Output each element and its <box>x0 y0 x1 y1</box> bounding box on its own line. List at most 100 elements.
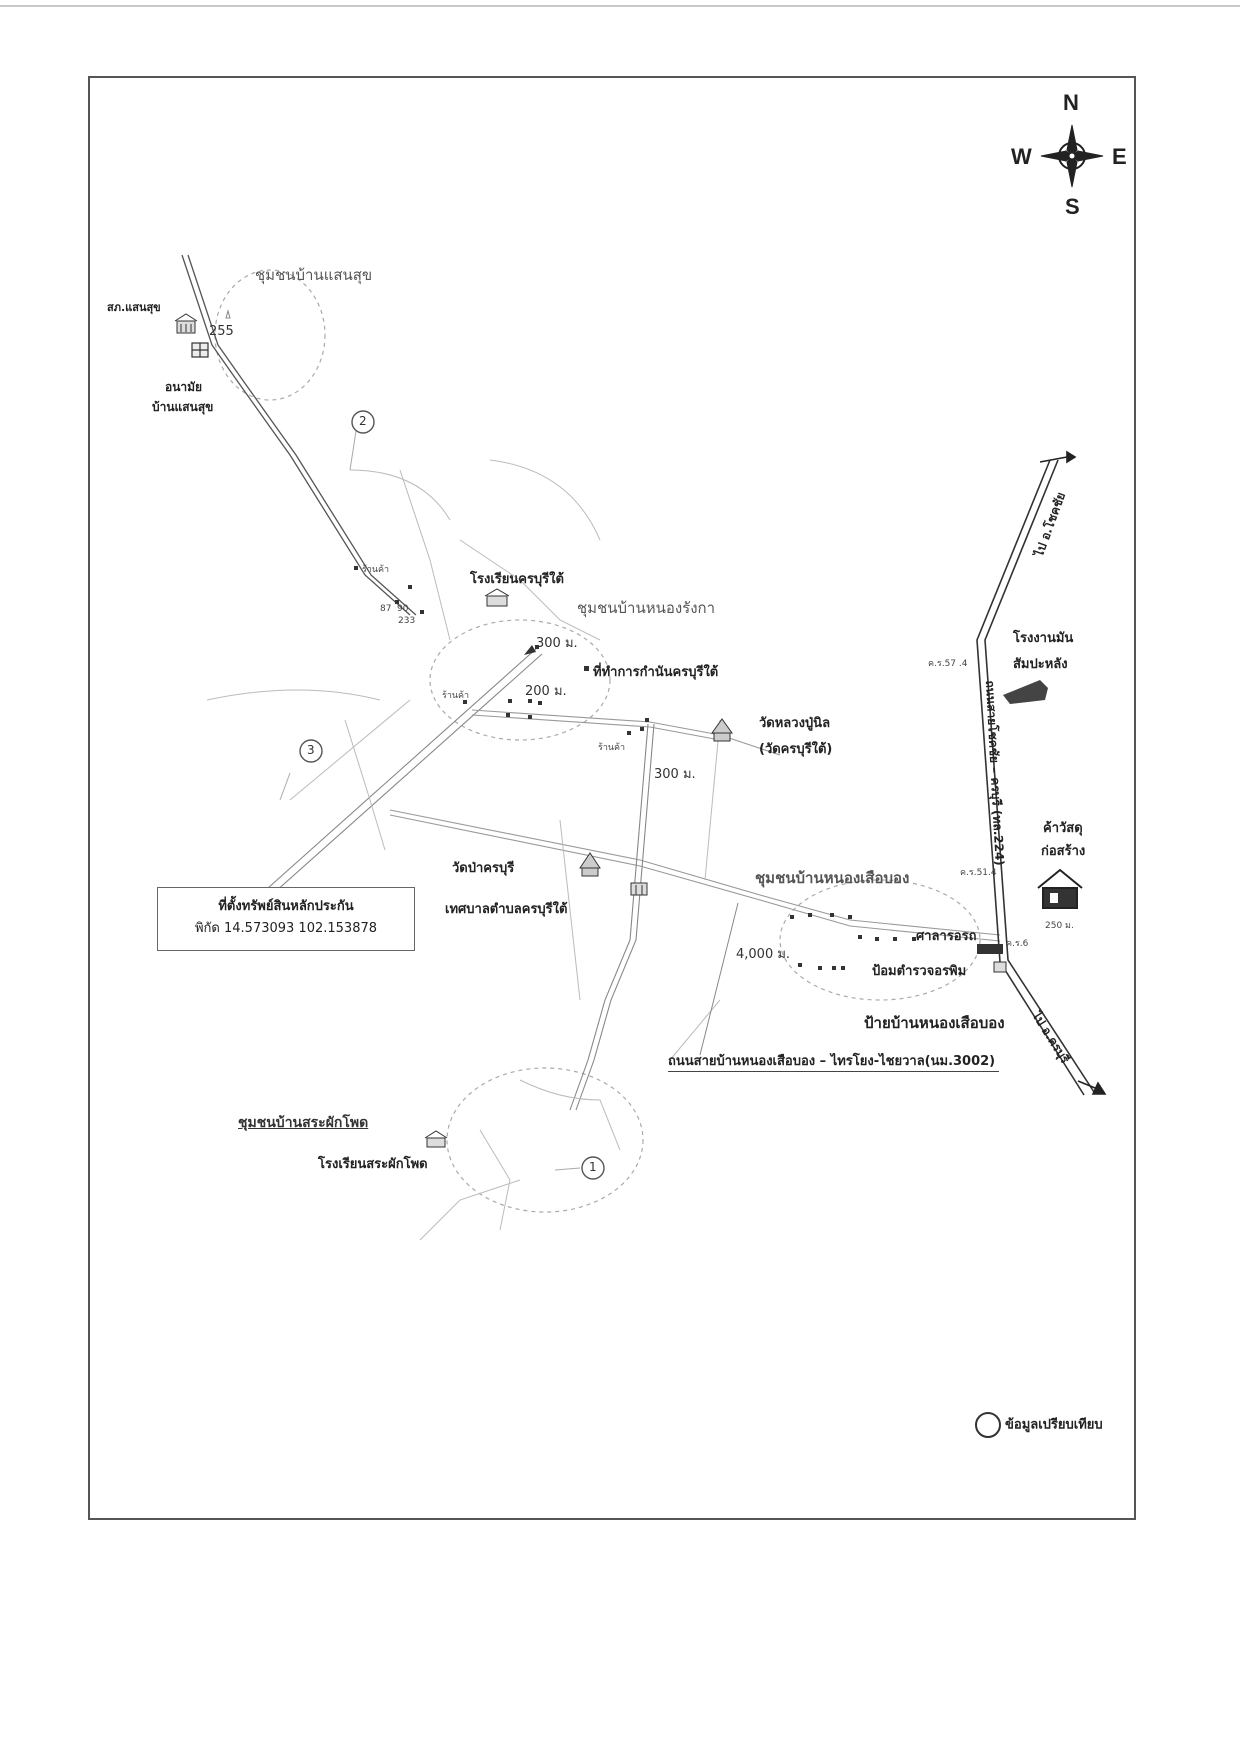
house-marker <box>645 718 649 722</box>
compass-rose-icon <box>1040 124 1104 188</box>
health-station-label-line1: อนามัย <box>165 380 203 394</box>
shop-marker <box>463 700 467 704</box>
material-store-label-line2: ก่อสร้าง <box>1041 844 1086 859</box>
shop-marker <box>354 566 358 570</box>
collateral-title: ที่ตั้งทรัพย์สินหลักประกัน <box>218 899 354 914</box>
shop-label: ร้านค้า <box>362 565 390 575</box>
wat-luangpunil-label-line1: วัดหลวงปู่นิล <box>759 716 831 731</box>
nongsueabong-community-boundary <box>779 879 981 1001</box>
shop-marker <box>627 731 631 735</box>
collateral-coordinates: พิกัด 14.573093 102.153878 <box>194 921 378 936</box>
rural-road-label: ถนนสายบ้านหนองเสือบอง – ไทรโยง-ไชยวาล(นม… <box>668 1050 1000 1072</box>
number-label: 233 <box>398 616 416 626</box>
municipality-icon <box>630 882 648 896</box>
shop-label: ร้านค้า <box>442 691 470 701</box>
tapioca-factory-label-line1: โรงงานมัน <box>1013 631 1074 646</box>
house-marker <box>508 699 512 703</box>
school-icon <box>484 588 510 607</box>
temple-icon <box>711 718 733 742</box>
house-icon <box>1037 868 1083 909</box>
community-nongsueabong-label: ชุมชนบ้านหนองเสือบอง <box>755 869 910 887</box>
comparable-1-marker <box>581 1156 605 1180</box>
saensuk-community-boundary <box>214 269 326 401</box>
highway-224 <box>976 459 1095 1096</box>
comparable-1-number: 1 <box>589 1160 597 1174</box>
material-store-label-line1: ค้าวัสดุ <box>1043 821 1083 836</box>
sraphakphot-community-boundary <box>446 1067 644 1213</box>
school-icon <box>424 1130 448 1148</box>
shop-label: ร้านค้า <box>598 743 626 753</box>
arrow-to-chokchai-icon <box>1039 450 1077 464</box>
distance-200m-label: 200 ม. <box>525 684 567 699</box>
rural-road-leader <box>699 902 739 1056</box>
map-frame <box>88 76 1136 1520</box>
compass-south-label: S <box>1065 194 1080 219</box>
house-marker <box>818 966 822 970</box>
km-marker-label: ค.ร.6 <box>1006 939 1029 949</box>
community-sraphakphot-label: ชุมชนบ้านสระผักโพด <box>238 1115 369 1131</box>
legend: ข้อมูลเปรียบเทียบ <box>975 1412 1103 1438</box>
community-nongrangka-label: ชุมชนบ้านหนองรังกา <box>577 599 716 617</box>
house-marker <box>798 963 802 967</box>
km-marker-label: ค.ร.51.4 <box>960 868 997 878</box>
house-marker <box>528 715 532 719</box>
tree-icon <box>225 309 231 319</box>
number-label: 87 <box>380 604 392 614</box>
police-box-icon <box>993 961 1007 973</box>
comparable-circle-icon <box>975 1412 1001 1438</box>
distance-300m-label: 300 ม. <box>654 767 696 782</box>
collateral-location-box: ที่ตั้งทรัพย์สินหลักประกัน พิกัด 14.5730… <box>157 887 415 951</box>
road-collateral <box>267 647 543 893</box>
house-marker <box>858 935 862 939</box>
police-saensuk-label: สภ.แสนสุข <box>107 301 161 314</box>
distance-4000m-label: 4,000 ม. <box>736 947 791 962</box>
house-marker <box>893 937 897 941</box>
road-south <box>569 723 655 1111</box>
nongrangka-community-boundary <box>429 619 611 741</box>
factory-icon <box>1003 680 1048 704</box>
house-marker <box>912 937 916 941</box>
road-saensuk <box>181 254 417 616</box>
school-khonburi-tai-label: โรงเรียนครบุรีใต้ <box>470 572 564 587</box>
police-station-icon <box>174 313 198 334</box>
house-marker <box>841 966 845 970</box>
house-marker <box>420 610 424 614</box>
bus-stop-marker <box>977 944 1003 954</box>
house-marker <box>830 913 834 917</box>
house-marker <box>790 915 794 919</box>
house-marker <box>538 701 542 705</box>
school-sraphakphot-label: โรงเรียนสระผักโพด <box>318 1157 428 1172</box>
temple-icon <box>579 852 601 877</box>
community-saensuk-label: ชุมชนบ้านแสนสุข <box>255 266 373 284</box>
number-label: 90 <box>397 604 409 614</box>
comparable-3-number: 3 <box>307 743 315 757</box>
house-marker <box>506 713 510 717</box>
kamnan-office-marker <box>584 666 589 671</box>
collateral-marker <box>524 645 536 655</box>
kamnan-office-label: ที่ทำการกำนันครบุรีใต้ <box>593 665 719 680</box>
compass-east-label: E <box>1112 144 1127 169</box>
village-sign-label: ป้ายบ้านหนองเสือบอง <box>864 1014 1005 1032</box>
minor-roads <box>206 459 721 1241</box>
distance-300m-label: 300 ม. <box>536 636 578 651</box>
bus-stop-label: ศาลารอรถ <box>916 929 977 944</box>
comparable-2-number: 2 <box>359 414 367 428</box>
health-station-label-line2: บ้านแสนสุข <box>152 400 214 414</box>
house-marker <box>535 645 539 649</box>
house-marker <box>832 966 836 970</box>
wat-pa-khonburi-label: วัดป่าครบุรี <box>452 861 515 876</box>
house-marker <box>875 937 879 941</box>
arrow-to-khonburi-icon <box>1077 1080 1107 1095</box>
comparable-2-marker <box>351 410 375 434</box>
wat-luangpunil-label-line2: (วัดครบุรีใต้) <box>759 742 833 757</box>
legend-label: ข้อมูลเปรียบเทียบ <box>1005 1417 1103 1433</box>
house-marker <box>395 600 399 604</box>
house-marker <box>640 727 644 731</box>
distance-small-label: 250 ม. <box>1045 921 1074 931</box>
compass-west-label: W <box>1011 144 1032 169</box>
house-marker <box>808 913 812 917</box>
comparable-3-marker <box>299 739 323 763</box>
house-marker <box>528 699 532 703</box>
tapioca-factory-label-line2: สัมปะหลัง <box>1013 657 1068 672</box>
